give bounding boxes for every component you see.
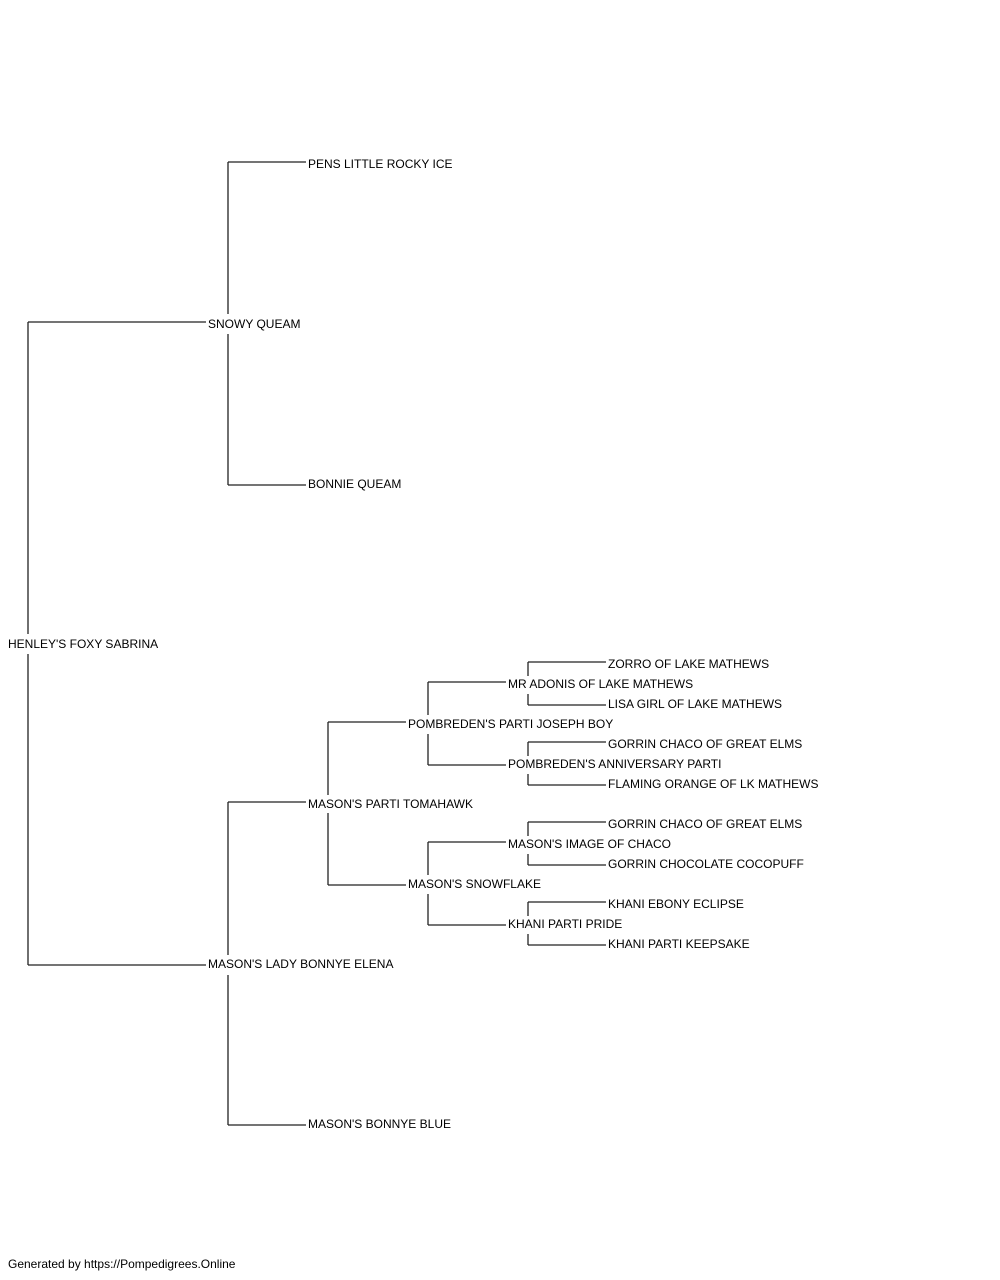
sire-name: SNOWY QUEAM bbox=[208, 317, 300, 331]
dam-sire-sire-dam-name: POMBREDEN'S ANNIVERSARY PARTI bbox=[508, 757, 721, 771]
dam-dam-name: MASON'S BONNYE BLUE bbox=[308, 1117, 451, 1131]
dam-sire-dam-dam-name: KHANI PARTI PRIDE bbox=[508, 917, 622, 931]
ancestor-name: KHANI PARTI KEEPSAKE bbox=[608, 937, 750, 951]
dog-names: HENLEY'S FOXY SABRINA SNOWY QUEAM MASON'… bbox=[8, 157, 818, 1131]
dam-sire-sire-name: POMBREDEN'S PARTI JOSEPH BOY bbox=[408, 717, 613, 731]
sire-dam-name: BONNIE QUEAM bbox=[308, 477, 401, 491]
ancestor-name: LISA GIRL OF LAKE MATHEWS bbox=[608, 697, 782, 711]
dam-name: MASON'S LADY BONNYE ELENA bbox=[208, 957, 393, 971]
ancestor-name: GORRIN CHACO OF GREAT ELMS bbox=[608, 737, 802, 751]
dam-sire-sire-sire-name: MR ADONIS OF LAKE MATHEWS bbox=[508, 677, 693, 691]
ancestor-name: ZORRO OF LAKE MATHEWS bbox=[608, 657, 769, 671]
connector-lines bbox=[27, 161, 606, 1126]
sire-sire-name: PENS LITTLE ROCKY ICE bbox=[308, 157, 453, 171]
ancestor-name: GORRIN CHACO OF GREAT ELMS bbox=[608, 817, 802, 831]
dam-sire-dam-sire-name: MASON'S IMAGE OF CHACO bbox=[508, 837, 671, 851]
ancestor-name: KHANI EBONY ECLIPSE bbox=[608, 897, 744, 911]
dam-sire-dam-name: MASON'S SNOWFLAKE bbox=[408, 877, 541, 891]
dam-sire-name: MASON'S PARTI TOMAHAWK bbox=[308, 797, 473, 811]
ancestor-name: GORRIN CHOCOLATE COCOPUFF bbox=[608, 857, 804, 871]
ancestor-name: FLAMING ORANGE OF LK MATHEWS bbox=[608, 777, 818, 791]
footer-credit: Generated by https://Pompedigrees.Online bbox=[8, 1257, 236, 1271]
subject-name: HENLEY'S FOXY SABRINA bbox=[8, 637, 158, 651]
